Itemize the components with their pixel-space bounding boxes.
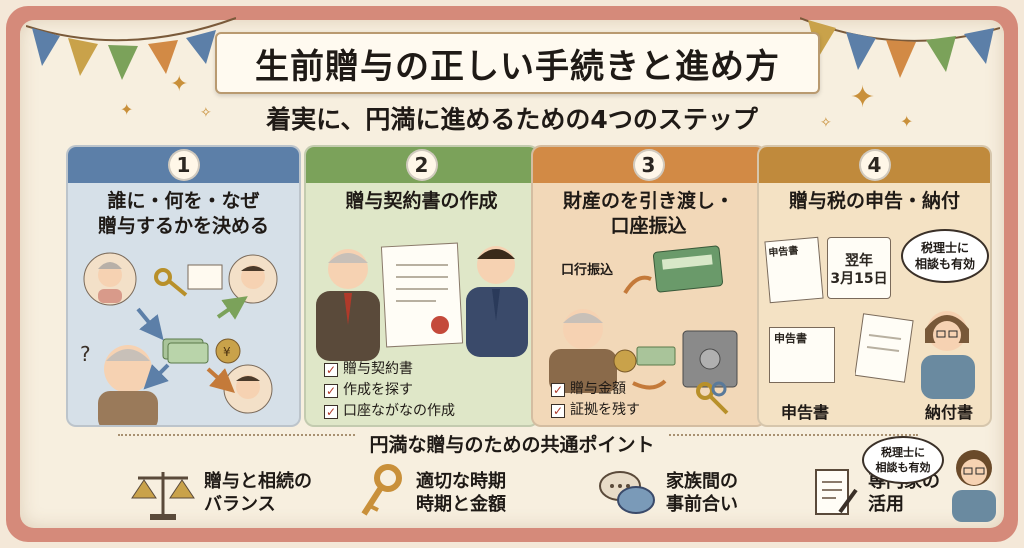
tax-form-stack: 申告書 [769,327,835,383]
keys-icon [696,381,729,415]
chat-icon [599,471,655,514]
step-title: 誰に・何を・なぜ贈与するかを決める [97,190,269,237]
sparkle-icon: ✧ [200,105,212,121]
key-icon [361,464,402,516]
checklist: ✓贈与金額 ✓証拠を残す [551,379,640,421]
page-subtitle: 着実に、円満に進めるための4つのステップ [266,105,758,134]
family-illustration: ? ¥ [80,252,278,425]
sparkle-icon: ✦ [120,100,134,119]
checklist-item: ✓証拠を残す [551,402,640,418]
step-title: 贈与契約書の作成 [345,190,498,212]
common-point: 家族間の事前合い [596,464,738,522]
checklist-item: ✓口座ながなの作成 [324,403,455,419]
checkbox-checked-icon: ✓ [324,362,338,377]
checklist-item: ✓作成を探す [324,382,413,398]
common-point: 贈与と相続のバランス [130,464,312,522]
step-card-2: 2 贈与契約書の作成 ✓贈与契約書 ✓作成を探す ✓口座ながなの作成 [304,145,539,427]
document-icon [815,469,858,515]
transfer-label: 口行振込 [561,263,614,278]
step-title: 財産のを引き渡し・口座振込 [562,190,734,237]
contract-signing-illustration [316,242,528,361]
checklist-item: ✓贈与金額 [551,381,626,397]
checklist-item: ✓贈与契約書 [324,361,413,377]
bunting-left-decoration [26,17,236,80]
step-card-1: 1 誰に・何を・なぜ贈与するかを決める ? ¥ [66,145,301,427]
tax-advisor-illustration [855,311,975,399]
step-number-badge: 4 [858,149,891,181]
sparkle-icon: ✦ [900,112,914,131]
checkbox-checked-icon: ✓ [551,382,565,397]
checkbox-checked-icon: ✓ [324,383,338,398]
step-number-badge: 2 [405,149,438,181]
step-number-badge: 3 [632,149,665,181]
bottom-label-left: 申告書 [781,403,830,422]
step-title: 贈与税の申告・納付 [788,190,960,212]
sparkle-icon: ✧ [820,115,832,131]
advice-speech-bubble: 税理士に相談も有効 [901,229,989,283]
sparkle-icon: ✦ [170,72,189,97]
step-card-3: 3 財産のを引き渡し・口座振込 口行振込 ✓贈与金額 ✓証拠を残す [531,145,766,427]
transfer-illustration [549,245,738,393]
checkbox-checked-icon: ✓ [324,404,338,419]
checklist: ✓贈与契約書 ✓作成を探す ✓口座ながなの作成 [324,359,455,422]
svg-text:¥: ¥ [223,345,231,359]
scale-icon [131,472,195,520]
page-title: 生前贈与の正しい手続きと進め方 [255,46,780,87]
svg-text:?: ? [80,342,91,366]
title-banner: 生前贈与の正しい手続きと進め方 [215,32,820,94]
checkbox-checked-icon: ✓ [551,403,565,418]
advisor-avatar [952,450,996,522]
advice-speech-bubble: 税理士に相談も有効 [862,436,944,484]
bottom-label-right: 納付書 [925,403,974,422]
bunting-right-decoration [800,17,1000,78]
tax-form-card: 申告書 [764,236,824,304]
sparkle-icon: ✦ [850,80,876,115]
step-number-badge: 1 [167,149,200,181]
common-points-title: 円満な贈与のための共通ポイント [357,434,667,456]
common-point: 適切な時期時期と金額 [356,464,506,522]
